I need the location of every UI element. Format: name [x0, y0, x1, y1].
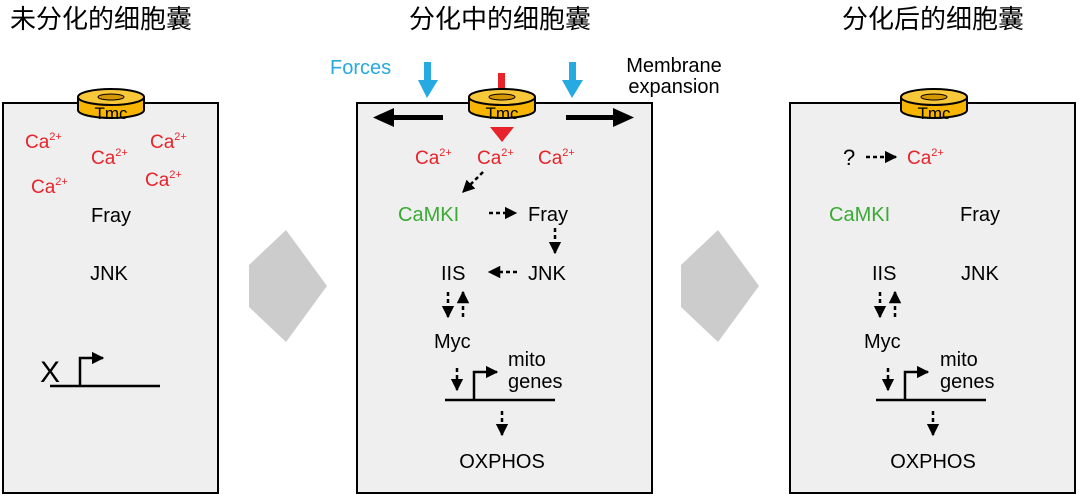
membrane-expansion-label: Membrane: [626, 55, 722, 77]
panel-differentiated: 分化后的细胞囊 Tmc ? Ca2+ CaMKI Fray IIS JNK My…: [789, 5, 1076, 494]
camki-label: CaMKI: [829, 204, 890, 226]
mito-genes-label: genes: [508, 371, 563, 393]
jnk-label: JNK: [528, 263, 566, 285]
calcium-label: Ca2+: [25, 131, 62, 153]
force-arrow-icon: [562, 62, 583, 98]
oxphos-label: OXPHOS: [459, 451, 545, 473]
unknown-source-label: ?: [843, 145, 855, 170]
tmc-label: Tmc: [917, 104, 951, 123]
calcium-label: Ca2+: [31, 176, 68, 198]
jnk-label: JNK: [90, 263, 128, 285]
activation-arrow-top-icon: [498, 73, 505, 92]
panel-differentiating: 分化中的细胞囊 Forces Membrane expansion Tm: [330, 5, 722, 494]
calcium-label: Ca2+: [477, 147, 514, 169]
tmc-label: Tmc: [485, 104, 519, 123]
iis-label: IIS: [441, 263, 465, 285]
iis-label: IIS: [872, 263, 896, 285]
mito-genes-label: mito: [940, 349, 978, 371]
mito-genes-label: mito: [508, 349, 546, 371]
mito-gene-promoter-icon: [445, 365, 555, 402]
calcium-label: Ca2+: [145, 169, 182, 191]
fray-label: Fray: [528, 204, 568, 226]
force-arrow-icon: [418, 62, 438, 98]
oxphos-label: OXPHOS: [890, 451, 976, 473]
myc-label: Myc: [434, 331, 471, 353]
calcium-label: Ca2+: [538, 147, 575, 169]
expansion-arrow-left-icon: [373, 108, 443, 127]
fray-label: Fray: [91, 205, 131, 227]
panel-undifferentiated: 未分化的细胞囊 Tmc Ca2+ Ca2+ Ca2+ Ca2+ Ca2+ Fra…: [2, 5, 219, 494]
calcium-label: Ca2+: [150, 131, 187, 153]
cyst-box-differentiating: [356, 102, 653, 494]
camki-label: CaMKI: [398, 204, 459, 226]
block-mark-x: X: [40, 356, 60, 389]
mito-gene-promoter-icon: [876, 365, 986, 402]
tmc-channel-icon: Tmc: [77, 88, 145, 123]
membrane-expansion-label: expansion: [628, 76, 719, 98]
fray-label: Fray: [960, 204, 1000, 226]
dashed-arrow-icon: [462, 171, 484, 193]
myc-label: Myc: [864, 331, 901, 353]
calcium-label: Ca2+: [91, 147, 128, 169]
transition-arrow-2: [681, 230, 759, 342]
panel-title-differentiated: 分化后的细胞囊: [842, 5, 1024, 35]
calcium-label: Ca2+: [415, 147, 452, 169]
panel-title-differentiating: 分化中的细胞囊: [409, 5, 591, 35]
tmc-channel-icon: Tmc: [468, 88, 536, 123]
expansion-arrow-right-icon: [566, 108, 634, 127]
activation-arrow-bottom-icon: [490, 127, 514, 142]
forces-label: Forces: [330, 57, 391, 79]
panel-title-undifferentiated: 未分化的细胞囊: [10, 5, 192, 35]
transition-arrow-1: [249, 230, 327, 342]
tmc-label: Tmc: [94, 104, 128, 123]
jnk-label: JNK: [961, 263, 999, 285]
mito-genes-label: genes: [940, 371, 995, 393]
cyst-box-undifferentiated: [2, 102, 219, 494]
calcium-label: Ca2+: [907, 147, 944, 169]
tmc-channel-icon: Tmc: [900, 88, 968, 123]
blocked-promoter-icon: X: [40, 351, 160, 389]
